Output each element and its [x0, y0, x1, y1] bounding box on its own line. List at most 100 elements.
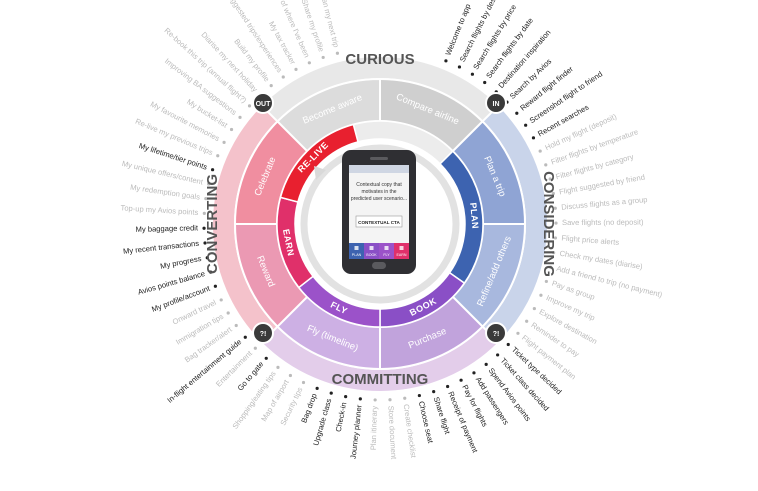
zone-label-committing: COMMITTING — [332, 371, 429, 388]
spoke-dot — [515, 111, 519, 115]
spoke-dot — [226, 311, 230, 315]
spoke-dot — [554, 221, 558, 225]
phone-tab-label: PLAN — [352, 253, 362, 257]
spoke-label[interactable]: My recent transactions — [123, 239, 200, 256]
spoke-label[interactable]: My progress — [159, 254, 202, 271]
spoke-dot — [264, 356, 268, 360]
spoke-dot — [553, 206, 557, 210]
phone-message-line-1: Contextual copy that — [356, 182, 402, 188]
spoke-dot — [544, 279, 548, 284]
phone-tab-earn[interactable] — [394, 243, 409, 259]
phone-tab-icon — [369, 246, 374, 250]
spoke-label[interactable]: Check-in — [334, 402, 349, 433]
spoke-dot — [253, 346, 257, 350]
phone-message-line-2: motivates in the — [361, 189, 396, 195]
phase-segment-re-live[interactable] — [279, 123, 359, 203]
spoke-dot — [329, 391, 333, 395]
phone-cta-button[interactable] — [355, 215, 403, 228]
spoke-dot — [307, 61, 311, 65]
spoke-label[interactable]: Top-up my Avios points — [120, 203, 199, 217]
spoke-dot — [219, 298, 223, 302]
spoke-label[interactable]: Store document — [386, 405, 398, 460]
spoke-label[interactable]: Save flights (no deposit) — [562, 218, 644, 227]
spoke-dot — [204, 196, 208, 201]
spoke-dot — [335, 51, 340, 55]
spoke-dot — [213, 284, 217, 288]
spoke-dot — [432, 390, 436, 394]
spoke-dot — [202, 226, 206, 230]
phone-cta-label: CONTEXTUAL CTA — [358, 220, 400, 225]
phone-tab-label: BOOK — [366, 253, 377, 257]
badge-question-left: ?! — [252, 322, 274, 344]
spoke-dot — [538, 149, 542, 153]
spoke-dot — [294, 67, 298, 71]
spoke-dot — [276, 365, 280, 370]
spoke-dot — [470, 72, 475, 76]
spoke-dot — [209, 270, 213, 274]
spoke-dot — [207, 182, 211, 186]
spoke-dot — [238, 115, 242, 119]
phase-label-1: PLAN — [468, 202, 480, 229]
spoke-label[interactable]: My baggage credit — [135, 223, 199, 234]
phone-tab-label: FLY — [383, 253, 390, 257]
phone-tab-book[interactable] — [364, 243, 379, 259]
spoke-label[interactable]: Bag drop — [299, 392, 318, 424]
badge-out: OUT — [252, 92, 274, 114]
spoke-dot — [358, 397, 362, 401]
spoke-dot — [222, 140, 226, 144]
spoke-dot — [229, 127, 234, 132]
spoke-label[interactable]: Flight price alerts — [561, 233, 620, 247]
spoke-dot — [446, 384, 450, 389]
phone-mockup: Contextual copy that motivates in the pr… — [342, 150, 416, 274]
spoke-dot — [549, 265, 553, 269]
badge-question-right-label: ?! — [493, 331, 500, 338]
spoke-dot — [551, 191, 555, 196]
spoke-dot — [403, 396, 407, 400]
spoke-label[interactable]: Share flight — [432, 396, 453, 436]
phone-tab-bar: PLAN BOOK FLY EARN — [349, 243, 409, 259]
cycle-arrow-ring — [300, 144, 460, 304]
spoke-label[interactable]: Discuss flights as a group — [561, 195, 648, 212]
spoke-label[interactable]: My redemption goals — [130, 183, 201, 202]
badge-question-left-label: ?! — [260, 331, 267, 338]
spoke-dot — [216, 154, 220, 158]
phone-screen — [349, 165, 409, 259]
spoke-dot — [388, 398, 392, 402]
spoke-dot — [373, 398, 377, 402]
spoke-dot — [516, 331, 520, 335]
spoke-dot — [531, 136, 536, 140]
phone-tab-plan[interactable] — [349, 243, 364, 259]
spoke-dot — [472, 371, 476, 375]
phone-tab-icon — [354, 246, 359, 250]
phone-tab-icon — [399, 246, 404, 250]
spoke-dot — [544, 163, 548, 167]
badge-in: IN — [485, 92, 507, 114]
zone-label-curious: CURIOUS — [345, 51, 414, 68]
spoke-dot — [524, 123, 528, 127]
phone-tab-icon — [384, 246, 389, 250]
cycle-arrow-head-icon — [314, 166, 326, 180]
spoke-dot — [202, 211, 206, 215]
phone-tab-label: EARN — [397, 253, 407, 257]
phone-home-button — [372, 262, 386, 269]
spoke-dot — [444, 59, 448, 63]
spoke-label[interactable]: Plan itinerary — [369, 406, 379, 451]
spoke-dot — [344, 395, 348, 399]
badge-question-right: ?! — [485, 322, 507, 344]
spoke-dot — [301, 380, 306, 385]
spoke-dot — [321, 55, 325, 60]
spoke-label[interactable]: Create checklist — [402, 403, 419, 459]
spoke-label[interactable]: Choose seat — [417, 400, 436, 444]
zone-label-considering: CONSIDERING — [540, 171, 557, 277]
phone-tab-fly[interactable] — [379, 243, 394, 259]
spoke-dot — [552, 251, 556, 255]
spoke-dot — [525, 319, 529, 323]
spoke-dot — [548, 177, 552, 181]
spoke-dot — [288, 373, 293, 378]
spoke-label[interactable]: Journey planner — [349, 404, 364, 460]
spoke-dot — [203, 241, 207, 245]
spoke-dot — [269, 84, 273, 88]
phone-message: Contextual copy that motivates in the pr… — [351, 182, 407, 202]
phone-speaker — [370, 157, 388, 160]
